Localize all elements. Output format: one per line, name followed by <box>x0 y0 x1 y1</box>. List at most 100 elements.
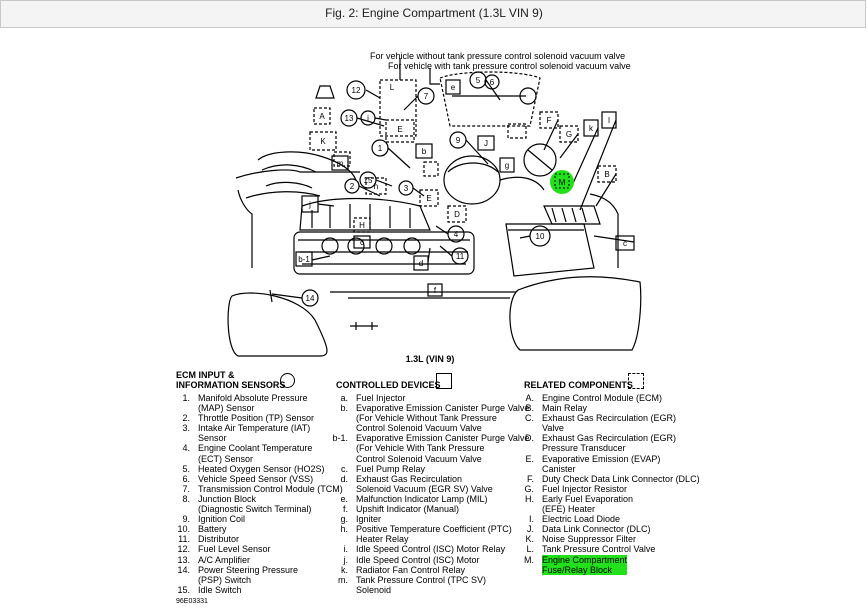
battery <box>505 223 595 277</box>
callout-c-small: c <box>360 238 364 247</box>
legend-item: 9.Ignition Coil <box>170 514 326 524</box>
legend-item-text: Upshift Indicator (Manual) <box>356 504 460 515</box>
legend-item-key: C. <box>525 413 534 424</box>
legend-item-text: Data Link Connector (DLC) <box>542 524 651 535</box>
legend-item-key: b-1. <box>332 433 348 444</box>
callout-D: D <box>454 210 460 219</box>
legend-item-text: Throttle Position (TP) Sensor <box>198 413 315 424</box>
legend-item: c.Fuel Pump Relay <box>328 464 521 474</box>
legend-item: 10. Battery <box>170 524 326 534</box>
legend-devices-title: CONTROLLED DEVICES <box>336 373 521 390</box>
legend-item: J. Data Link Connector (DLC) <box>514 524 714 534</box>
legend-item: b-1.Evaporative Emission Canister Purge … <box>328 433 529 463</box>
legend-related: RELATED COMPONENTS A.Engine Control Modu… <box>524 373 714 575</box>
legend-item: K.Noise Suppressor Filter <box>514 534 714 544</box>
callout-d: d <box>419 259 423 268</box>
legend-item-key: E. <box>525 453 534 464</box>
legend-item: H.Early Fuel Evaporation (EFE) Heater <box>514 494 714 514</box>
legend-item-key: 13. <box>177 554 190 565</box>
callout-H: H <box>359 221 365 230</box>
legend-item-key: 10. <box>177 524 190 535</box>
legend-item: 13.A/C Amplifier <box>170 555 326 565</box>
legend-item-key: c. <box>340 463 348 474</box>
callout-9: 9 <box>456 136 461 145</box>
callout-7: 7 <box>424 92 429 101</box>
legend-item-key: 9. <box>182 514 190 525</box>
legend-item: L. Tank Pressure Control Valve <box>514 544 714 554</box>
legend-item: B.Main Relay <box>514 403 714 413</box>
legend-item-text: Manifold Absolute Pressure (MAP) Sensor <box>198 393 308 414</box>
legend-item-key: 8. <box>182 493 190 504</box>
legend-related-list: A.Engine Control Module (ECM)B.Main Rela… <box>514 393 714 575</box>
legend-sensors-list: 1.Manifold Absolute Pressure (MAP) Senso… <box>170 393 342 595</box>
engine-block <box>293 231 475 275</box>
callout-J: J <box>484 139 488 148</box>
legend-item: m. Tank Pressure Control (TPC SV) Solenoi… <box>328 575 521 595</box>
legend-item-text: Intake Air Temperature (IAT) Sensor <box>198 423 311 444</box>
callout-1: 1 <box>378 144 383 153</box>
legend-item: 12.Fuel Level Sensor <box>170 544 326 554</box>
legend-item: I. Electric Load Diode <box>514 514 714 524</box>
legend-item-key: a. <box>340 393 348 403</box>
legend-item: b.Evaporative Emission Canister Purge Va… <box>328 403 529 433</box>
legend-item-text: Evaporative Emission Canister Purge Valv… <box>356 403 530 434</box>
note-without-tpc-valve: For vehicle without tank pressure contro… <box>370 51 626 61</box>
legend-item: F. Duty Check Data Link Connector (DLC) <box>514 474 714 484</box>
legend-item: d.Exhaust Gas Recirculation Solenoid Vac… <box>328 474 521 494</box>
legend-item: C.Exhaust Gas Recirculation (EGR) Valve <box>514 413 714 433</box>
figure-code: 96E03331 <box>176 598 208 605</box>
legend-item-key: g. <box>340 514 348 525</box>
legend-item-key: L. <box>526 544 534 555</box>
legend-item-key: 14. <box>177 564 190 575</box>
legend-item: k.Radiator Fan Control Relay <box>328 565 521 575</box>
legend-item: 6.Vehicle Speed Sensor (VSS) <box>170 474 326 484</box>
callout-b: b <box>422 147 427 156</box>
callout-e: e <box>451 83 456 92</box>
legend-item: 3.Intake Air Temperature (IAT) Sensor <box>170 423 326 443</box>
legend-item-key: 2. <box>182 413 190 424</box>
legend-item-key: 11. <box>178 534 190 545</box>
callout-2: 2 <box>350 182 355 191</box>
legend-item-key: e. <box>340 493 348 504</box>
legend-item-key: f. <box>342 504 348 515</box>
legend-item-text: Duty Check Data Link Connector (DLC) <box>542 473 700 484</box>
callout-j: j <box>308 200 311 209</box>
legend-item-text: Igniter <box>356 514 382 525</box>
legend-item-key: k. <box>340 564 348 575</box>
legend-item-key: A. <box>525 393 534 403</box>
callout-b-1: b-1 <box>298 255 310 264</box>
figure-title-bar: Fig. 2: Engine Compartment (1.3L VIN 9) <box>0 0 866 28</box>
diagram-subtitle: 1.3L (VIN 9) <box>405 354 455 364</box>
legend-item-text: Engine Compartment Fuse/Relay Block <box>542 554 628 575</box>
legend-item-key: F. <box>526 473 534 484</box>
legend-item-text: Main Relay <box>542 403 588 414</box>
legend-item-text: Tank Pressure Control (TPC SV) Solenoid <box>356 574 487 595</box>
callout-M: M <box>559 178 566 187</box>
legend-item-text: Electric Load Diode <box>542 514 621 525</box>
legend-item: 8.Junction Block (Diagnostic Switch Term… <box>170 494 326 514</box>
legend-item-key: K. <box>525 534 534 545</box>
legend-item-key: J. <box>526 524 534 535</box>
legend-item: M.Engine Compartment Fuse/Relay Block <box>514 554 714 575</box>
legend-item-key: m. <box>338 574 348 585</box>
related-symbol-dashed-square-icon <box>628 373 644 389</box>
legend-item-text: Engine Coolant Temperature (ECT) Sensor <box>198 443 313 464</box>
callout-K: K <box>320 137 326 146</box>
legend-item: 11.Distributor <box>170 534 326 544</box>
legend-item: f. Upshift Indicator (Manual) <box>328 504 521 514</box>
legend-item-text: Idle Switch <box>198 584 242 595</box>
legend-item-text: Vehicle Speed Sensor (VSS) <box>198 473 314 484</box>
legend-item-text: Battery <box>198 524 227 535</box>
legend-item-key: I. <box>528 514 534 525</box>
legend-item-text: Tank Pressure Control Valve <box>542 544 656 555</box>
legend-item-key: h. <box>340 524 348 535</box>
legend-item: 15.Idle Switch <box>170 585 326 595</box>
callout-B: B <box>604 170 609 179</box>
legend-item-text: Malfunction Indicator Lamp (MIL) <box>356 493 488 504</box>
callout-11: 11 <box>456 252 465 261</box>
legend-item: h.Positive Temperature Coefficient (PTC)… <box>328 524 521 544</box>
callout-5: 5 <box>476 76 481 85</box>
callout-g: g <box>505 161 509 170</box>
legend-item-text: Idle Speed Control (ISC) Motor Relay <box>356 544 506 555</box>
